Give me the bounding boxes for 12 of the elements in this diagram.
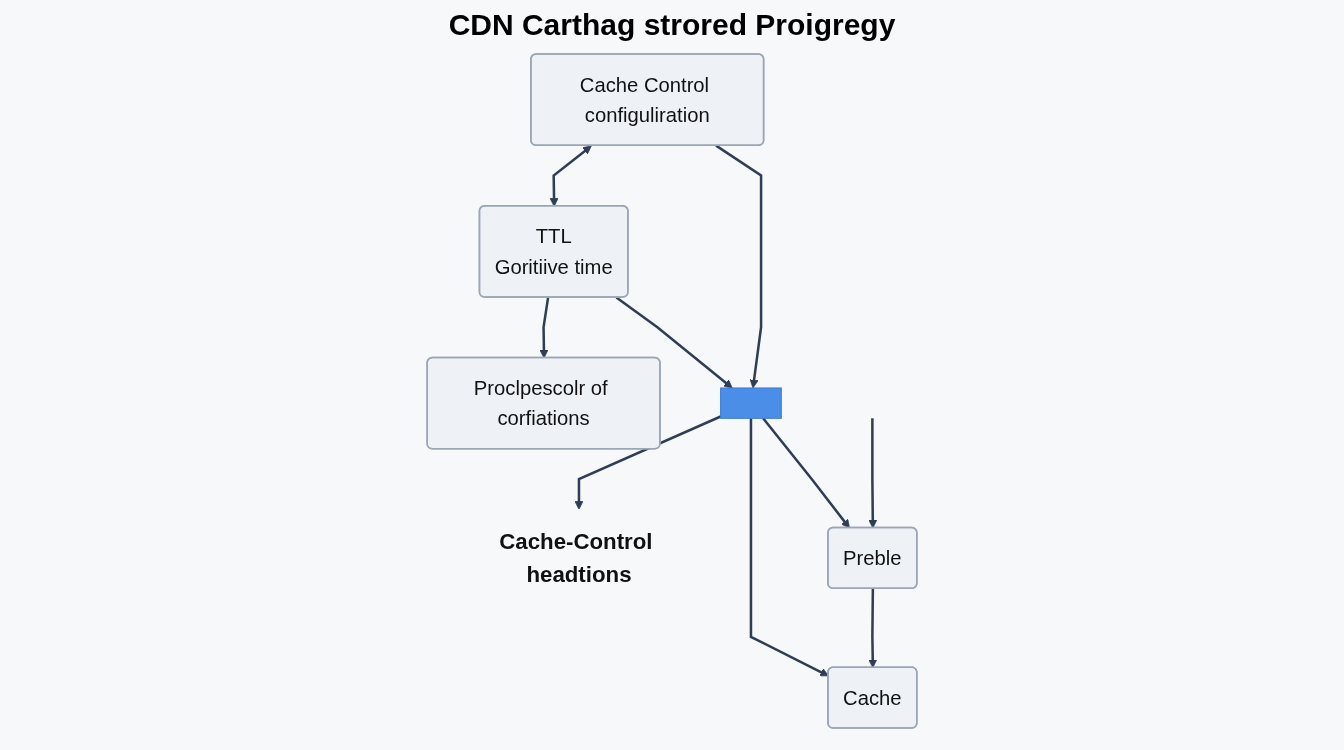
arrow [539, 297, 550, 359]
arrow [868, 588, 878, 669]
arrow [762, 417, 850, 529]
node-text: Cache-Control headtions [499, 528, 653, 588]
node-box [720, 387, 782, 419]
arrow [868, 418, 878, 529]
arrow [549, 145, 592, 207]
diagram-title: CDN Carthag strored Proigregy [447, 8, 897, 42]
arrow [574, 415, 722, 510]
arrow [615, 296, 733, 389]
arrow [749, 418, 829, 677]
arrow [715, 144, 763, 389]
